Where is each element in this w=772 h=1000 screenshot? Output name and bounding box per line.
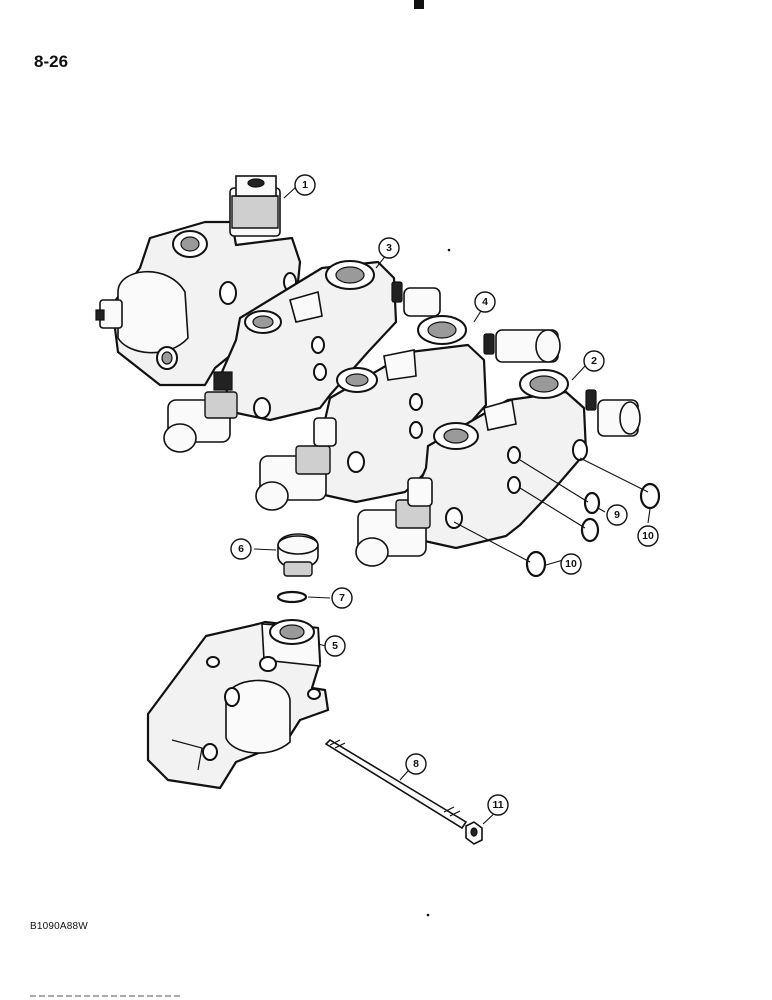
callout-5-label: 5 [332,640,338,652]
figure-code: B1090A88W [30,921,88,932]
leader-lines [253,186,651,825]
spool-section-2 [355,369,641,567]
page-number: 8-26 [34,52,69,71]
callout-3: 3 [378,237,400,259]
callout-9-label: 9 [614,509,620,521]
speck [426,913,430,917]
callout-2: 2 [583,350,605,372]
callout-7: 7 [331,587,353,609]
callout-6: 6 [230,538,252,560]
plug-assembly [276,533,319,604]
callout-1-label: 1 [302,179,308,191]
callout-10-bottom: 10 [560,553,582,575]
spool-section-4 [255,315,561,511]
outlet-section [146,619,330,790]
callout-5: 5 [324,635,346,657]
o-rings [525,482,661,578]
callout-2-label: 2 [591,355,597,367]
speck [447,248,451,252]
callout-8-label: 8 [413,758,419,770]
tie-rod-assembly [324,738,483,845]
top-crop-mark [414,0,424,9]
callout-4-label: 4 [482,296,488,308]
callout-6-label: 6 [238,543,244,555]
callout-7-label: 7 [339,592,345,604]
callout-1: 1 [294,174,316,196]
callout-10-right: 10 [637,525,659,547]
callout-8: 8 [405,753,427,775]
callout-4: 4 [474,291,496,313]
callout-9: 9 [606,504,628,526]
callout-10-bottom-label: 10 [565,558,577,570]
callout-11-label: 11 [492,799,503,811]
inlet-section [95,175,302,387]
callout-11: 11 [487,794,509,816]
callout-10-right-label: 10 [642,530,654,542]
callout-3-label: 3 [386,242,392,254]
spool-section-3 [163,260,441,453]
